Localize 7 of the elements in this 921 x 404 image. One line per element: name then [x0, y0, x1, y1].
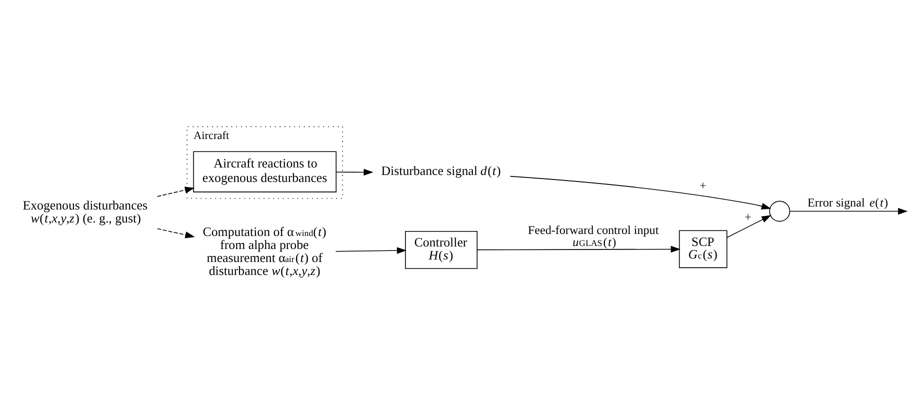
- node-text: Computation of αwind(t) from alpha probe measurement αair(t) of disturbance w(t,x,y,z): [202, 225, 326, 278]
- edge-label: Feed-forward control input u⃗GLAS(t): [528, 222, 659, 249]
- edge-label: +: [700, 178, 706, 193]
- edge-label: Error signal e⃗(t): [807, 195, 888, 210]
- node-text: Disturbance signal d⃗(t): [381, 164, 501, 178]
- node-text: Exogenous disturbances w(t,x,y,z) (e. g., gust): [22, 198, 148, 226]
- edge-label: +: [744, 210, 752, 224]
